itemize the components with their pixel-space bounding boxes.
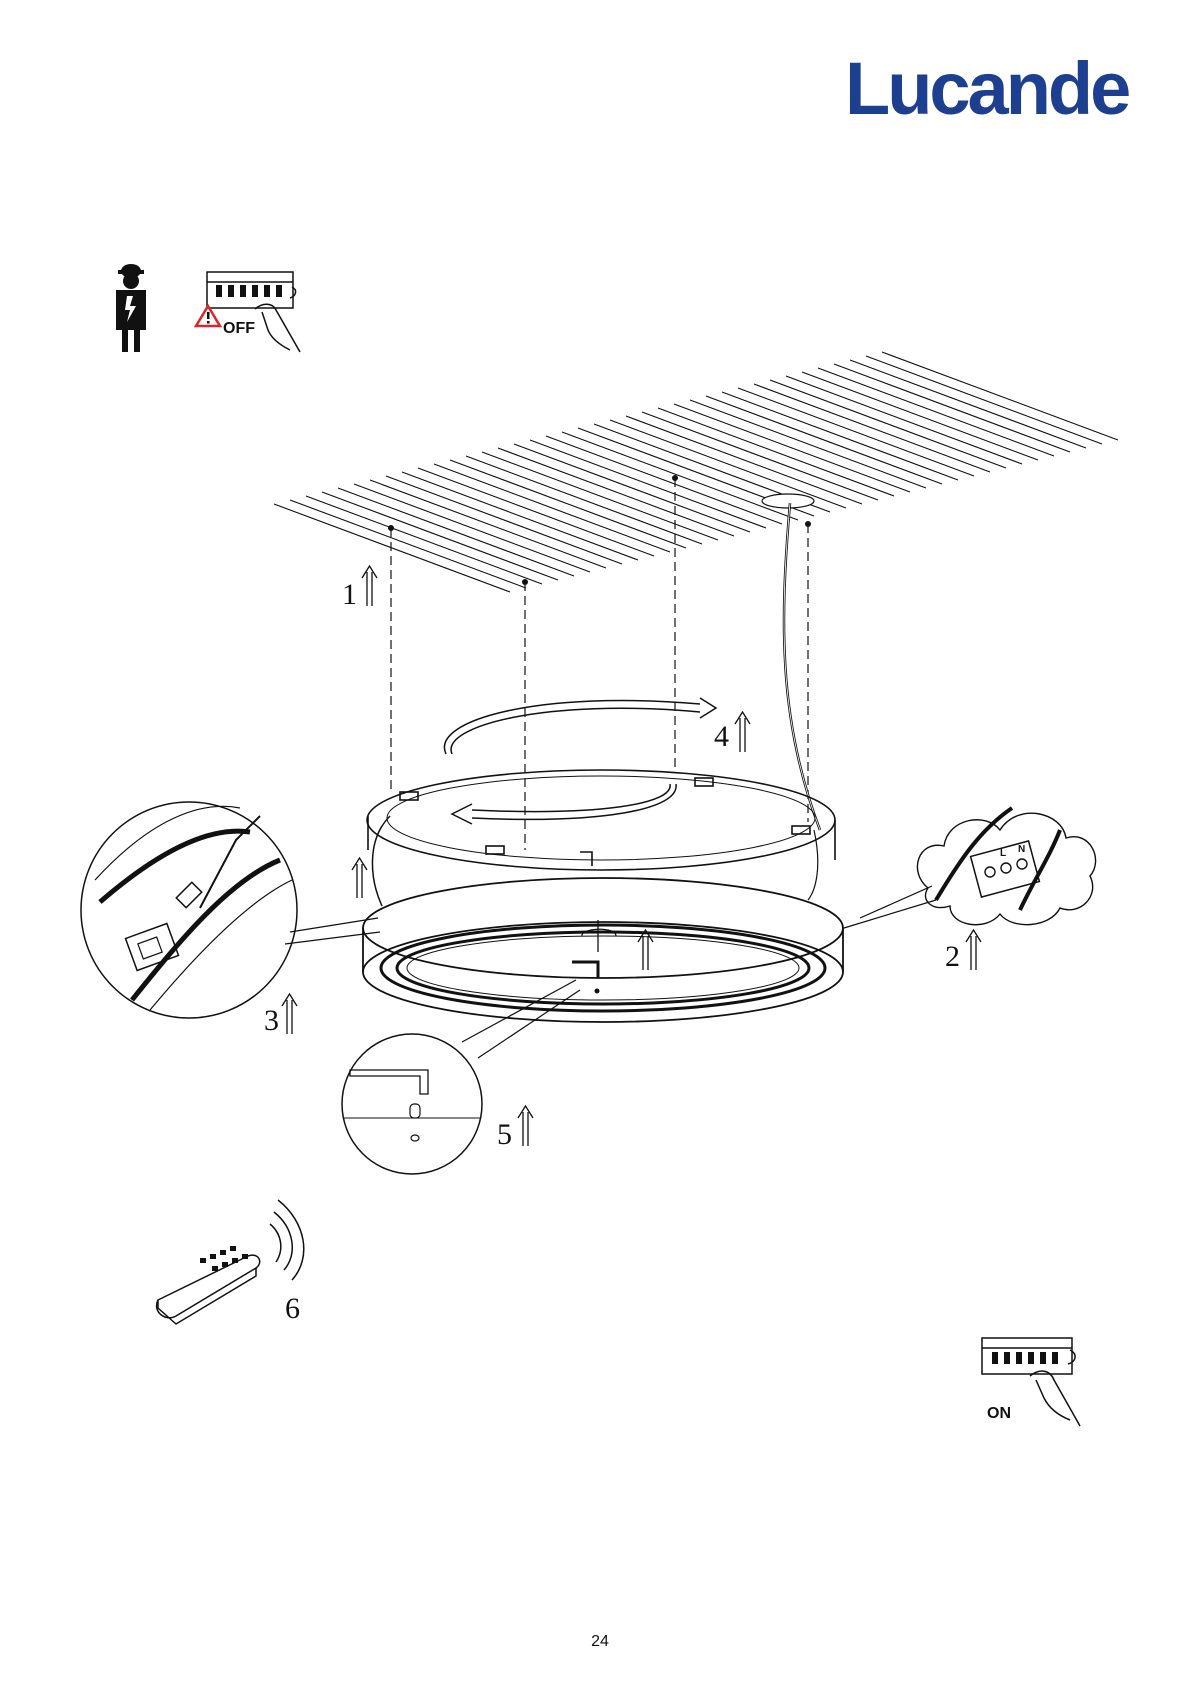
detail-hex-key	[341, 979, 581, 1175]
power-cable	[782, 502, 822, 831]
detail-terminal	[843, 806, 1097, 929]
up-arrows	[281, 564, 982, 1146]
off-label: OFF	[223, 320, 255, 337]
luminaire-ring	[362, 877, 844, 1023]
ceiling-outlet	[761, 493, 815, 509]
remote-control-icon	[155, 1199, 305, 1325]
drill-points	[388, 475, 811, 585]
breaker-off-icon	[206, 271, 301, 353]
breaker-on-icon	[981, 1337, 1081, 1427]
step-3: 3	[264, 1004, 279, 1037]
warning-icon	[193, 303, 223, 328]
detail-connector	[80, 801, 381, 1019]
on-label: ON	[987, 1405, 1011, 1422]
step-1: 1	[342, 578, 357, 611]
step-5: 5	[497, 1118, 512, 1151]
step-6: 6	[285, 1292, 300, 1325]
terminal-n: N	[1018, 844, 1025, 855]
rotate-screw-arrow	[581, 920, 617, 952]
mounting-plate	[366, 769, 836, 871]
step-4: 4	[714, 720, 729, 753]
ceiling-hatching	[273, 351, 1119, 593]
terminal-l: L	[1000, 848, 1006, 859]
hex-key-icon	[572, 960, 600, 978]
page-number: 24	[591, 1633, 609, 1650]
electrician-icon	[116, 264, 146, 352]
rotate-arrow-bottom	[450, 783, 677, 825]
internal-wire	[371, 815, 391, 907]
rotate-arrow-top	[443, 697, 718, 755]
step-2: 2	[945, 940, 960, 973]
brand-logo: Lucande	[845, 47, 1131, 130]
mounting-guides	[390, 478, 809, 850]
